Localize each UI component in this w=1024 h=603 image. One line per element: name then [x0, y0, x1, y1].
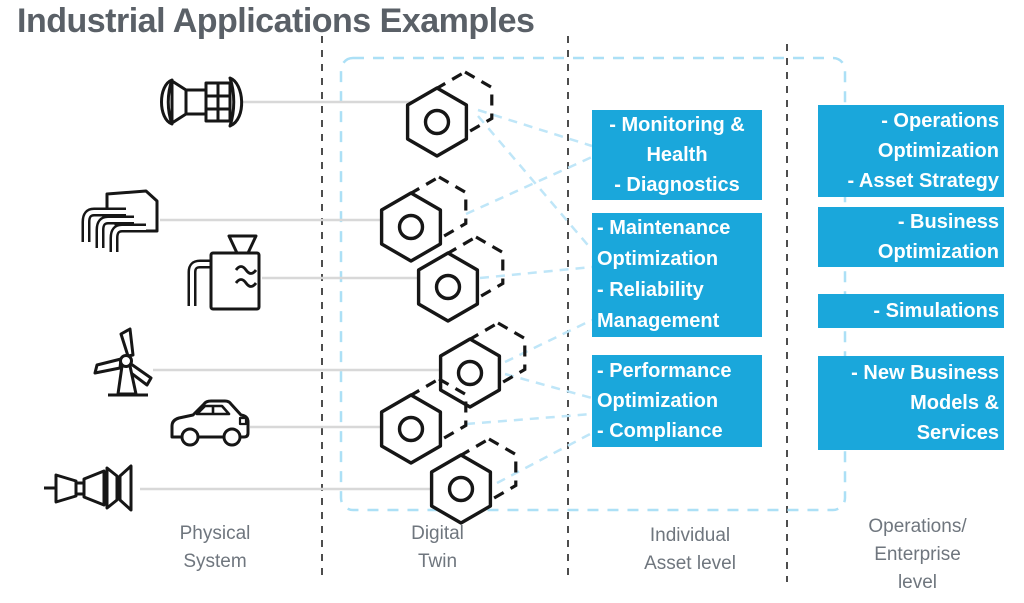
asset-box-maintenance: - Maintenance Optimization - Reliability… — [592, 213, 762, 337]
column-label-individual-asset: Individual Asset level — [644, 525, 736, 574]
column-label-digital-twin: Digital Twin — [411, 523, 464, 572]
enterprise-box-simulations: - Simulations — [818, 294, 1004, 328]
enterprise-box-business: - Business Optimization — [818, 207, 1004, 267]
enterprise-box-operations: - Operations Optimization - Asset Strate… — [818, 105, 1004, 197]
engine-manifold-icon — [81, 189, 159, 252]
column-dividers — [321, 36, 788, 582]
steam-turbine-icon — [44, 464, 133, 512]
column-label-physical-system: Physical System — [179, 523, 251, 572]
column-label-operations-enterprise: Operations/ Enterprise level — [868, 516, 967, 593]
digital-twin-hexagon-icon — [438, 321, 527, 409]
digital-twin-boundary-rect — [339, 56, 847, 512]
enterprise-box-new-business: - New Business Models & Services — [818, 356, 1004, 450]
asset-box-monitoring: - Monitoring & Health - Diagnostics — [592, 110, 762, 200]
wind-turbine-icon — [93, 327, 153, 397]
jet-engine-icon — [160, 76, 244, 128]
page-title: Industrial Applications Examples — [17, 2, 535, 40]
asset-box-performance: - Performance Optimization - Compliance — [592, 355, 762, 447]
boiler-icon — [187, 234, 261, 311]
twin-to-asset-connectors — [465, 108, 593, 485]
car-icon — [170, 399, 250, 447]
digital-twin-hexagon-icon — [405, 70, 494, 158]
